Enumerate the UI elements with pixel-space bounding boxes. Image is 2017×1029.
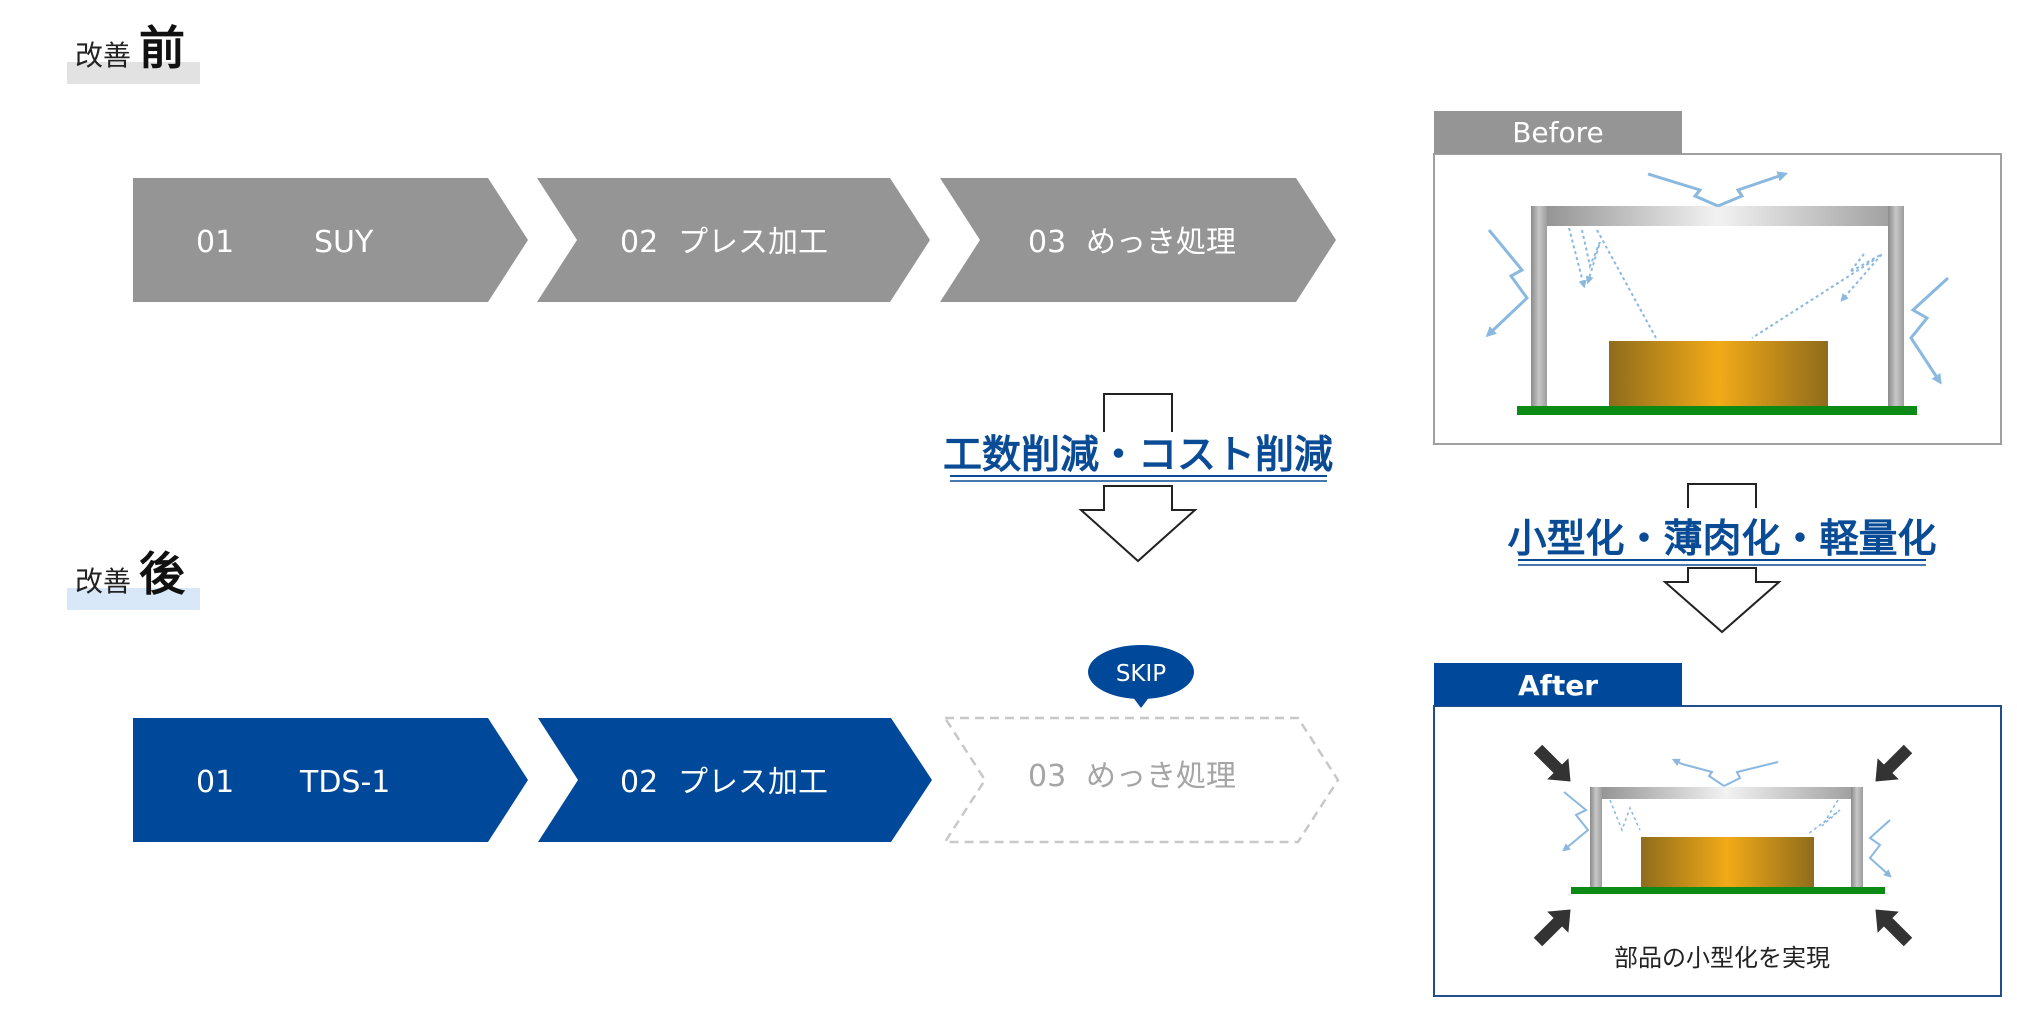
after-shield-right [1851,787,1863,887]
before-heading-highlight [67,62,200,84]
skip-label: SKIP [1116,661,1166,687]
before-board [1517,406,1917,415]
after-step-1-number: 01 [196,765,234,800]
before-step-3-label: めっき処理 [1086,225,1236,260]
after-step-1-label: TDS-1 [299,765,390,800]
after-signal-top-out [1671,758,1683,767]
before-signal-left [1485,229,1529,338]
before-step-2: 02 プレス加工 [537,178,930,302]
after-heading-highlight [67,588,200,610]
before-step-1-shape [133,178,528,302]
before-reflect-left-2 [1581,229,1601,285]
process-benefit-arrow: 工数削減・コスト削減 [943,393,1333,563]
product-benefit-arrow: 小型化・薄肉化・軽量化 [1507,483,1937,634]
before-step-3-shape [940,178,1336,302]
product-benefit-label: 小型化・薄肉化・軽量化 [1507,517,1936,562]
before-shield-left [1531,206,1547,406]
before-signal-top-in [1647,172,1719,208]
before-heading-main: 前 [139,21,185,75]
after-step-1: 01 TDS-1 [133,718,528,842]
after-step-3-shape [942,716,1340,844]
after-shield-left [1590,787,1602,887]
before-step-2-number: 02 [620,225,658,260]
skip-bubble-shape [1088,645,1194,699]
after-step-3-number: 03 [1028,759,1066,794]
after-step-2-label: プレス加工 [678,765,828,800]
after-board [1571,887,1885,894]
after-heading: 改善 後 [67,547,202,610]
after-panel-caption: 部品の小型化を実現 [1614,944,1830,972]
after-signal-top-right [1723,761,1779,787]
after-reflect-left [1609,799,1641,833]
compress-arrow-top-right-icon [1875,744,1913,782]
before-step-2-label: プレス加工 [678,225,828,260]
after-panel: After 部品の小型化を実現 [1433,663,2002,997]
before-step-1-number: 01 [196,225,234,260]
after-signal-right [1868,819,1892,878]
process-benefit-label: 工数削減・コスト削減 [943,433,1333,478]
before-reflect-left-1 [1568,227,1587,289]
compress-arrow-bottom-right-icon [1875,909,1913,947]
process-arrow-bottom [1078,485,1198,563]
before-chip [1609,341,1828,407]
before-step-1-label: SUY [314,225,374,260]
after-step-3-label: めっき処理 [1086,759,1236,794]
after-panel-tab-label: After [1518,669,1598,702]
compress-arrow-top-left-icon [1533,744,1571,782]
after-step-3-skipped: 03 めっき処理 [942,716,1340,844]
before-step-2-shape [537,178,930,302]
after-signal-left [1562,791,1590,852]
before-step-1: 01 SUY [133,178,528,302]
before-reflect-right-2 [1751,259,1875,339]
process-arrow-top [1103,393,1173,432]
after-reflect-right [1807,799,1841,835]
after-step-2: 02 プレス加工 [538,718,932,842]
after-signal-top-in [1681,763,1725,787]
before-shield-right [1888,206,1904,406]
before-panel-tab [1434,111,1682,154]
before-shield-top [1531,206,1904,226]
before-panel: Before [1433,111,2002,445]
before-reflect-left-3 [1596,229,1657,339]
before-signal-top-out [1717,171,1788,208]
before-panel-tab-label: Before [1512,116,1604,149]
skip-bubble: SKIP [1088,645,1194,708]
before-heading: 改善 前 [67,21,202,84]
after-chip [1641,837,1814,887]
after-step-2-shape [538,718,932,842]
skip-bubble-tail [1132,696,1150,708]
after-step-1-shape [133,718,528,842]
compress-arrow-bottom-left-icon [1533,909,1571,947]
after-heading-main: 後 [139,547,185,601]
after-step-2-number: 02 [620,765,658,800]
before-heading-prefix: 改善 [75,39,132,72]
before-signal-right [1909,276,1950,385]
after-shield-top [1590,787,1863,799]
before-step-3: 03 めっき処理 [940,178,1336,302]
before-step-3-number: 03 [1028,225,1066,260]
product-arrow-bottom [1662,567,1782,634]
product-arrow-top [1687,483,1757,508]
after-panel-tab [1434,663,1682,706]
after-heading-prefix: 改善 [75,565,132,598]
